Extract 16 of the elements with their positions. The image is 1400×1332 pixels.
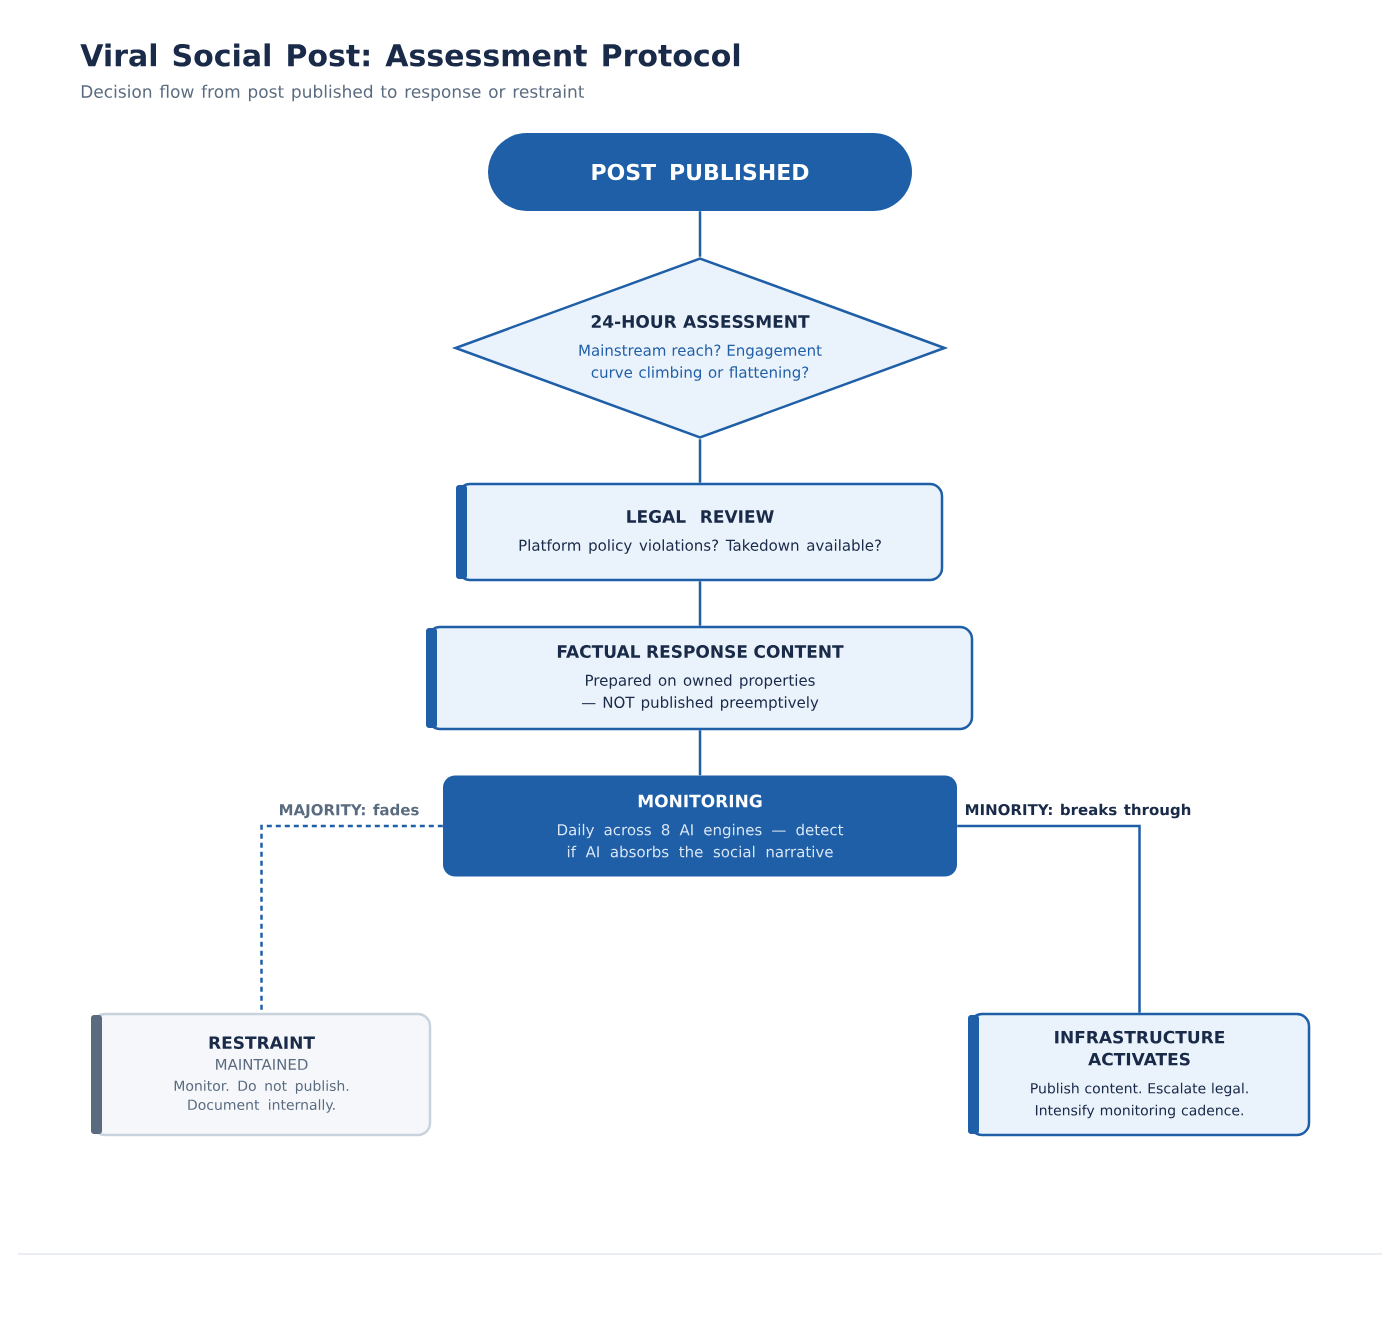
edge-label: MAJORITY: fades xyxy=(280,803,419,819)
connector xyxy=(260,824,443,1013)
start-terminal: POST PUBLISHED xyxy=(488,133,912,211)
connector xyxy=(957,824,1141,1013)
edge-label: MINORITY: breaks through xyxy=(966,803,1191,819)
connector xyxy=(698,581,702,626)
process-box: LEGAL REVIEW Platform policy violations? Takedown available? xyxy=(456,482,944,582)
connector xyxy=(698,439,702,483)
subtitle: Decision flow from post published to response or restraint xyxy=(81,84,585,102)
title: Viral Social Post: Assessment Protocol xyxy=(80,43,740,67)
connector xyxy=(698,730,702,776)
process-box: INFRASTRUCTURE ACTIVATES Publish content. Escalate legal. Intensify monitoring cadence. xyxy=(968,1012,1311,1137)
process-box: RESTRAINT MAINTAINED Monitor. Do not publish. Document internally. xyxy=(91,1012,432,1137)
connector xyxy=(698,211,702,257)
process-box: FACTUAL RESPONSE CONTENT Prepared on owned properties — NOT published preemptively xyxy=(426,625,974,731)
process-box: MONITORING Daily across 8 AI engines — detect if AI absorbs the social narrative xyxy=(443,775,957,877)
